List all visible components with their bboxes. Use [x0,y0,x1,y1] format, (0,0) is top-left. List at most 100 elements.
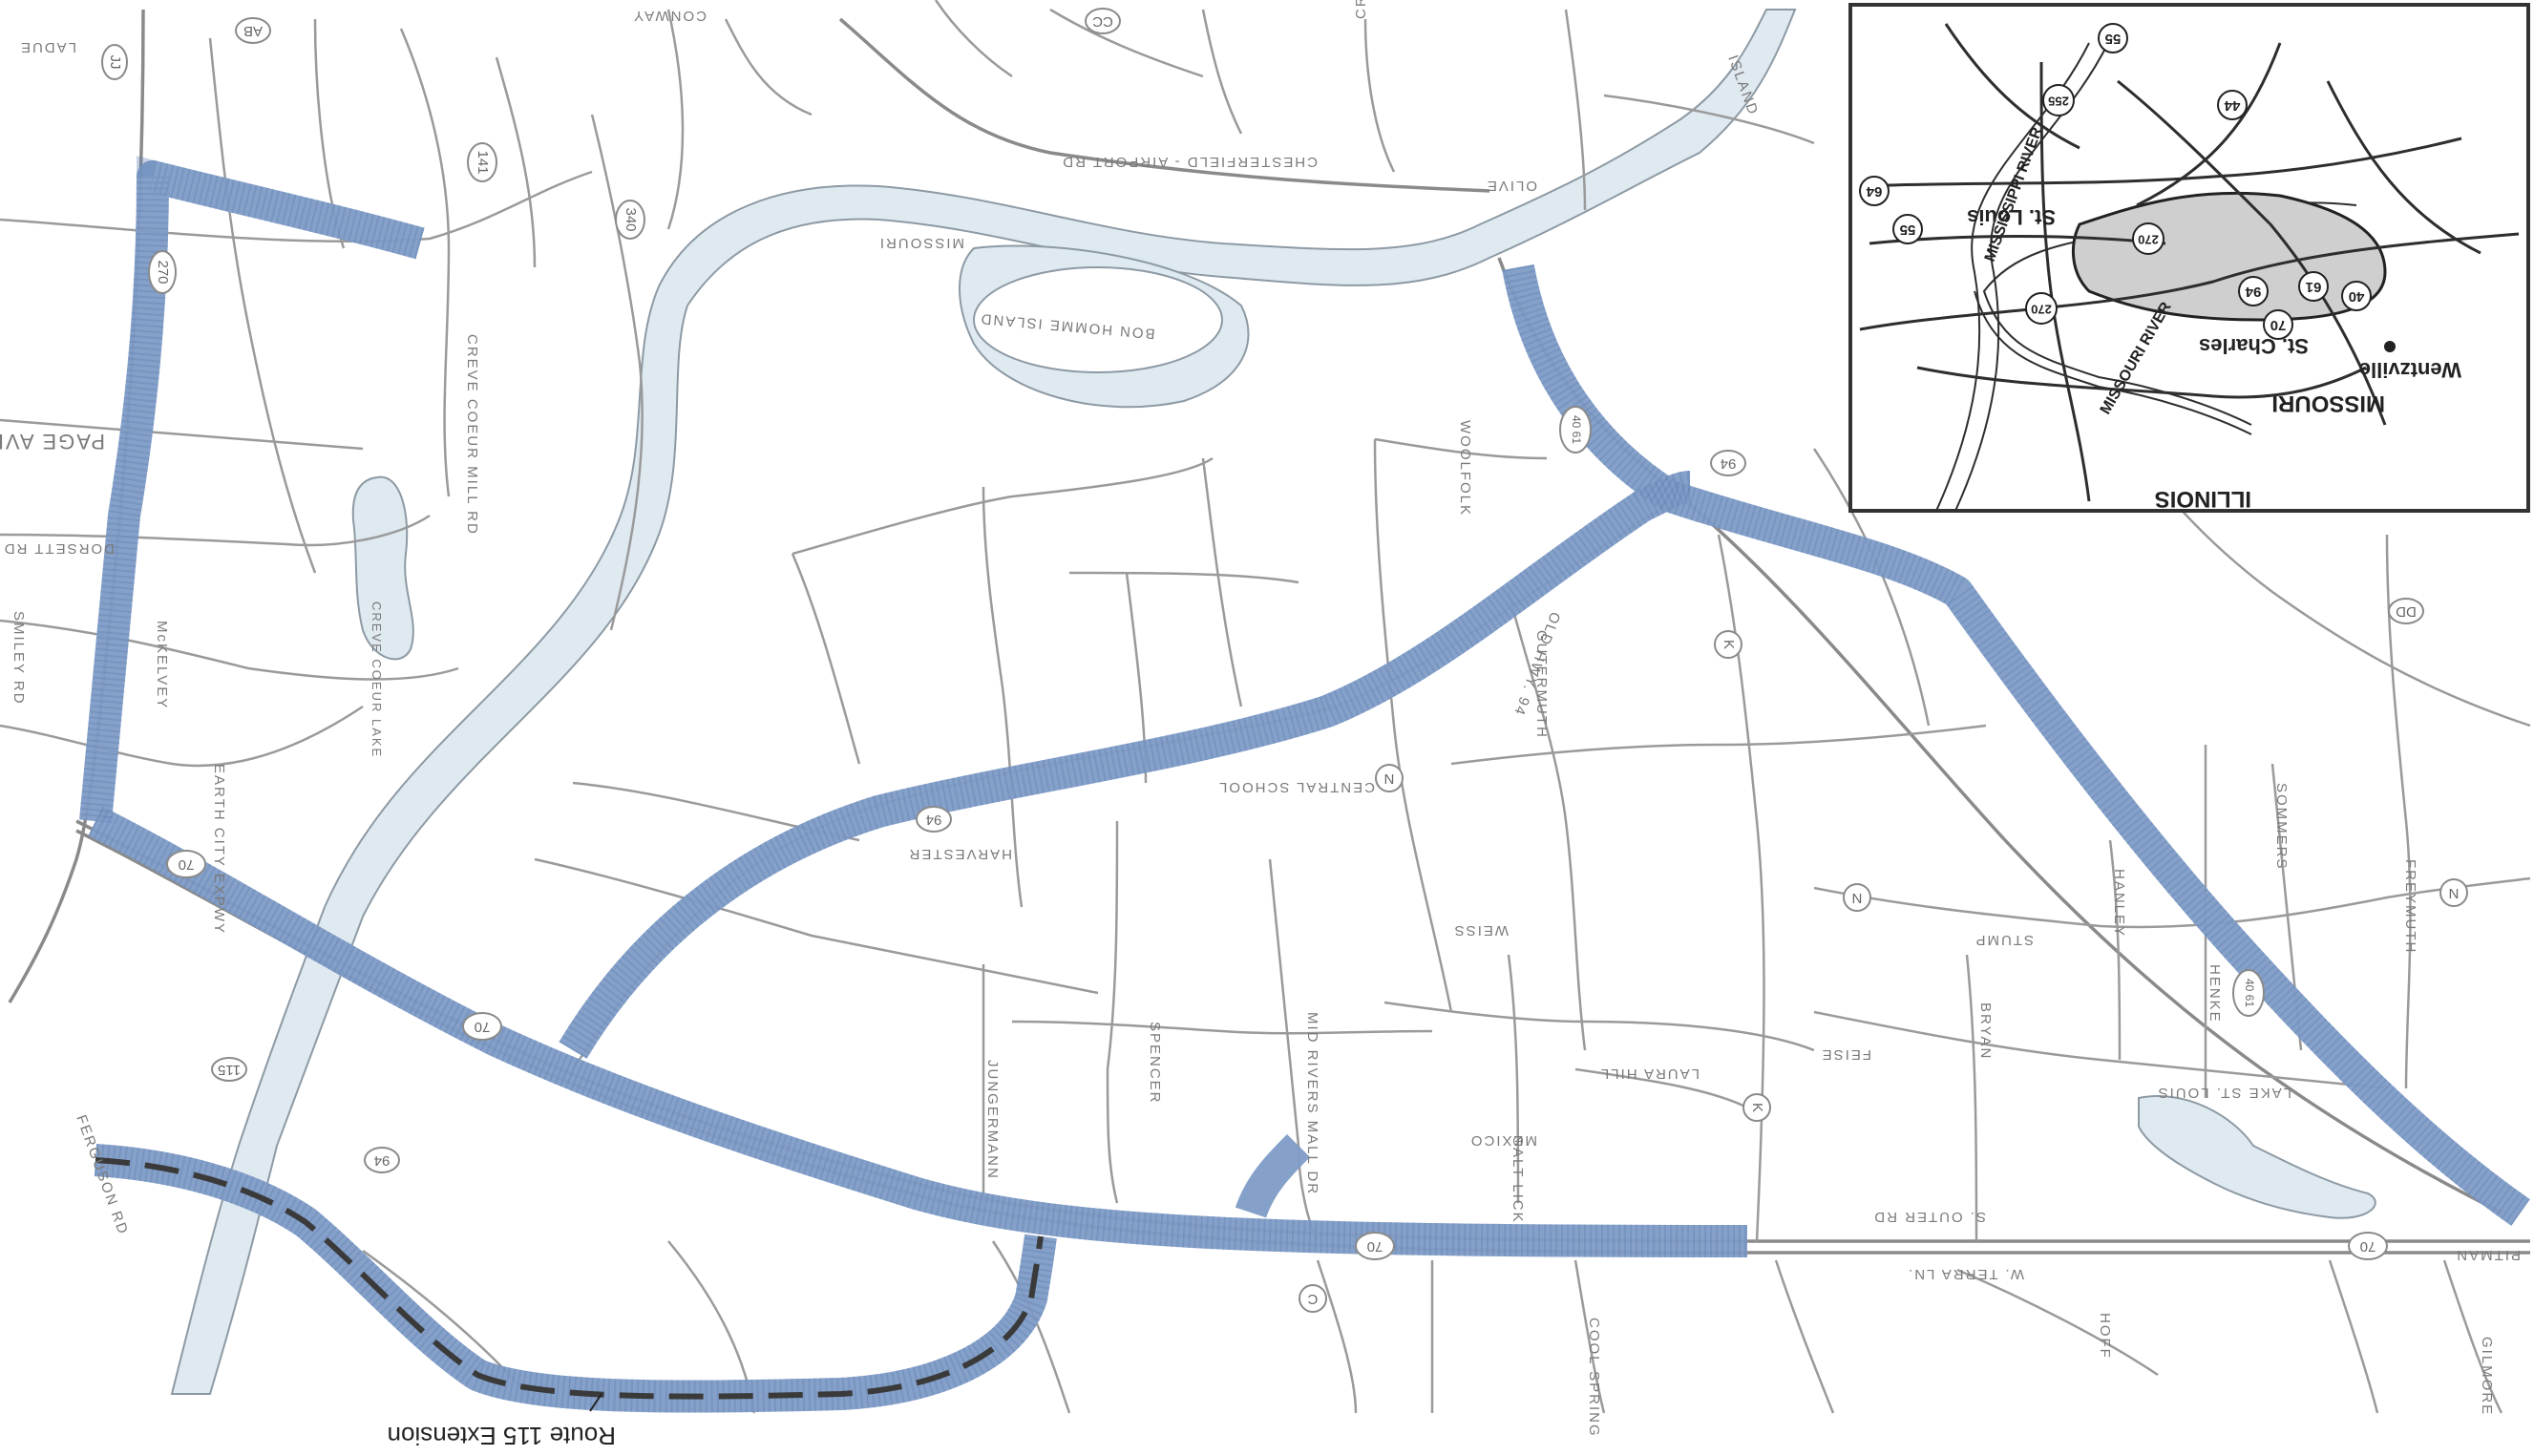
shield-i70-d: 70 [2348,1232,2388,1260]
svg-text:270: 270 [2138,233,2159,247]
inset-shield-i255: 255 [2042,84,2075,116]
shield-rtN-a: N [1375,764,1404,792]
svg-text:94: 94 [2245,284,2261,300]
shield-us40-61-b: 40 61 [2232,969,2265,1017]
svg-text:40 61: 40 61 [1570,415,1583,444]
svg-text:AB: AB [243,23,263,39]
svg-text:CC: CC [1092,13,1113,30]
svg-text:340: 340 [623,207,639,231]
road-label-dorsett: DORSETT RD [3,540,115,557]
svg-text:70: 70 [1367,1238,1383,1255]
svg-text:141: 141 [475,150,491,174]
svg-text:94: 94 [374,1152,391,1169]
svg-text:70: 70 [179,856,195,873]
shield-rt94-a: 94 [916,806,952,833]
inset-shield-i55-b: 55 [1892,214,1923,244]
shield-rtN-b: N [1843,883,1871,912]
inset-shield-i44: 44 [2217,90,2248,120]
road-label-mckelvey: McKELVEY [154,621,170,709]
shield-rtCC: CC [1085,8,1121,34]
inset-shields: 55 55 255 44 64 270 270 94 61 40 70 [1859,23,2372,340]
corridor-i270 [79,160,425,823]
shield-rtC: C [1299,1284,1327,1313]
inset-shield-rt94: 94 [2238,276,2269,306]
shield-i70-b: 70 [462,1012,502,1041]
corridor-hatching [79,156,2530,1413]
svg-text:61: 61 [2306,279,2322,295]
inset-illinois: ILLINOIS [2155,486,2251,512]
road-label-central-school: CENTRAL SCHOOL [1217,779,1375,795]
road-label-ladue: LADUE [19,39,76,55]
shield-i70-a: 70 [166,850,206,878]
creve-coeur-lake [351,475,414,661]
road-label-hoff: HOFF [2097,1313,2113,1360]
shield-rt94-c: 94 [364,1147,400,1173]
svg-text:JJ: JJ [107,55,123,70]
road-label-creve-coeur-mill: CREVE COEUR MILL RD [464,334,480,536]
road-label-smiley: SMILEY RD [11,611,27,706]
shield-rtN-c: N [2439,878,2468,907]
route-shields: 70 70 70 70 270 40 61 40 61 94 94 94 141… [101,8,2468,1313]
road-label-harvester: HARVESTER [908,846,1012,862]
road-label-weiss: WEISS [1453,922,1509,939]
route-115-extension-label: Route 115 Extension [388,1422,616,1450]
inset-shield-i70: 70 [2263,309,2293,340]
lake-label: CREVE COEUR LAKE [370,601,384,758]
inset-shield-us61: 61 [2298,271,2329,302]
road-label-creek: CREEK [1353,0,1369,19]
shield-rt141: 141 [467,142,497,182]
road-label-laura-hill: LAURA HILL [1599,1066,1700,1082]
inset-wentzville-dot [2384,341,2396,352]
inset-wentzville: Wentzville [2359,358,2461,382]
road-label-spencer: SPENCER [1147,1022,1163,1105]
shield-rtDD: DD [2388,598,2424,624]
inset-shield-us40: 40 [2341,281,2372,311]
road-label-terra: W. TERRA LN. [1907,1266,2024,1282]
road-label-pitman: PITMAN [2455,1247,2521,1263]
inset-shield-i270-b: 270 [2025,292,2058,325]
svg-text:270: 270 [2031,303,2052,317]
svg-text:70: 70 [2270,317,2287,333]
corridor-mid-rivers [1235,1133,1311,1218]
road-label-woolfolk: WOOLFOLK [1457,420,1473,517]
road-label-cool-spring: COOL SPRING [1586,1318,1602,1438]
river-label: MISSOURI [878,235,964,251]
road-label-jungermann: JUNGERMANN [984,1060,1001,1180]
road-label-bryan: BRYAN [1977,1002,1994,1060]
inset-roads [1859,23,2520,502]
svg-text:55: 55 [2105,31,2122,47]
inset-map: Wentzville St. Charles St. Louis MISSOUR… [1848,3,2530,513]
road-label-guthrie: GUTERMUTH [1533,630,1550,739]
inset-shield-i64: 64 [1859,176,1890,206]
road-label-mexico: MEXICO [1469,1132,1537,1149]
lake-st-louis-label: LAKE ST. LOUIS [2157,1085,2291,1101]
road-label-earth-city: EARTH CITY EXPWY [211,764,227,935]
svg-text:115: 115 [218,1062,241,1078]
svg-text:C: C [1307,1291,1318,1307]
road-label-mid-rivers: MID RIVERS MALL DR [1304,1012,1320,1195]
corridor-rt94 [559,471,1692,1059]
shield-i270: 270 [148,250,177,294]
route-115-callout: Route 115 Extension [388,1393,616,1450]
svg-text:64: 64 [1866,183,1882,200]
shield-rtAB: AB [235,17,271,44]
svg-text:270: 270 [155,260,171,284]
svg-text:70: 70 [2360,1238,2376,1255]
svg-text:N: N [1384,770,1395,787]
svg-text:70: 70 [475,1019,491,1035]
svg-text:94: 94 [1721,455,1737,472]
island [973,266,1223,373]
road-label-gilmore: GILMORE [2479,1337,2495,1416]
road-label-sommers: SOMMERS [2273,783,2290,871]
road-label-olive: OLIVE [1486,178,1537,194]
svg-text:N: N [2449,885,2460,901]
shield-rt340: 340 [615,200,645,240]
svg-text:K: K [1749,1103,1765,1112]
inset-shield-i55-a: 55 [2098,23,2128,53]
shield-rtK-b: K [1742,1093,1771,1122]
road-label-freymuth: FREYMUTH [2402,859,2418,954]
route-115-extension-line [95,1157,1044,1400]
corridor-us40-61 [1502,264,2530,1226]
svg-text:40: 40 [2349,288,2365,305]
